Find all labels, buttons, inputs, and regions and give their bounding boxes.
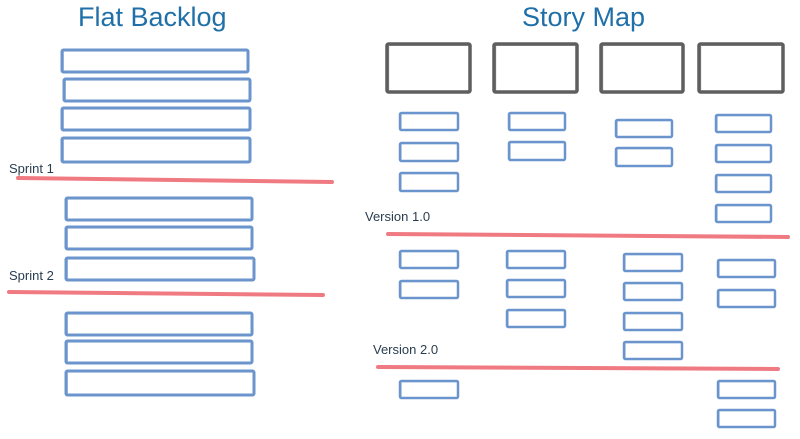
version-2-divider <box>376 365 780 371</box>
story-card-r2-5 <box>505 308 567 329</box>
story-card-r2-3 <box>505 249 567 270</box>
backlog-story-card-9 <box>64 339 254 365</box>
story-card-r1-9 <box>714 143 773 164</box>
story-card-r3-1 <box>398 379 460 400</box>
backlog-story-card-5 <box>64 196 254 222</box>
story-card-r2-4 <box>505 278 567 299</box>
story-card-r1-4 <box>507 111 567 132</box>
story-card-r2-7 <box>622 281 684 302</box>
story-card-r2-2 <box>398 279 460 300</box>
story-card-r1-7 <box>614 146 674 168</box>
story-card-r1-3 <box>398 171 460 193</box>
story-card-r3-3 <box>716 408 777 429</box>
backlog-story-card-10 <box>64 369 256 397</box>
backlog-story-card-2 <box>62 77 252 103</box>
story-card-r3-2 <box>716 379 777 400</box>
story-card-r2-11 <box>716 288 777 309</box>
story-card-r2-6 <box>622 252 684 273</box>
story-card-r1-1 <box>398 111 460 132</box>
version-1-label: Version 1.0 <box>365 209 431 224</box>
sprint-1-label: Sprint 1 <box>9 161 54 176</box>
epic-card-2 <box>492 42 579 94</box>
story-card-r1-5 <box>507 140 567 162</box>
story-card-r1-2 <box>398 141 460 163</box>
version-2-label: Version 2.0 <box>373 342 439 357</box>
epic-card-3 <box>599 42 685 94</box>
epic-card-4 <box>697 42 785 94</box>
story-card-r2-10 <box>716 258 777 279</box>
backlog-story-card-8 <box>64 311 254 337</box>
backlog-story-card-4 <box>60 136 252 164</box>
story-card-r2-9 <box>622 340 684 361</box>
story-card-r1-8 <box>714 113 773 134</box>
sprint-1-divider <box>16 176 334 184</box>
story-card-r2-8 <box>622 311 684 332</box>
story-card-r1-6 <box>614 118 674 139</box>
backlog-story-card-1 <box>60 48 250 74</box>
story-card-r2-1 <box>398 249 460 270</box>
backlog-story-card-6 <box>64 225 254 251</box>
story-card-r1-11 <box>714 203 773 224</box>
sprint-2-label: Sprint 2 <box>9 268 54 283</box>
sprint-2-divider <box>7 290 325 297</box>
backlog-story-card-7 <box>64 256 256 282</box>
epic-card-1 <box>385 42 472 94</box>
backlog-story-card-3 <box>60 106 252 132</box>
version-1-divider <box>386 232 790 239</box>
story-map-title: Story Map <box>522 2 646 32</box>
flat-backlog-title: Flat Backlog <box>78 2 227 32</box>
story-card-r1-10 <box>714 173 773 194</box>
